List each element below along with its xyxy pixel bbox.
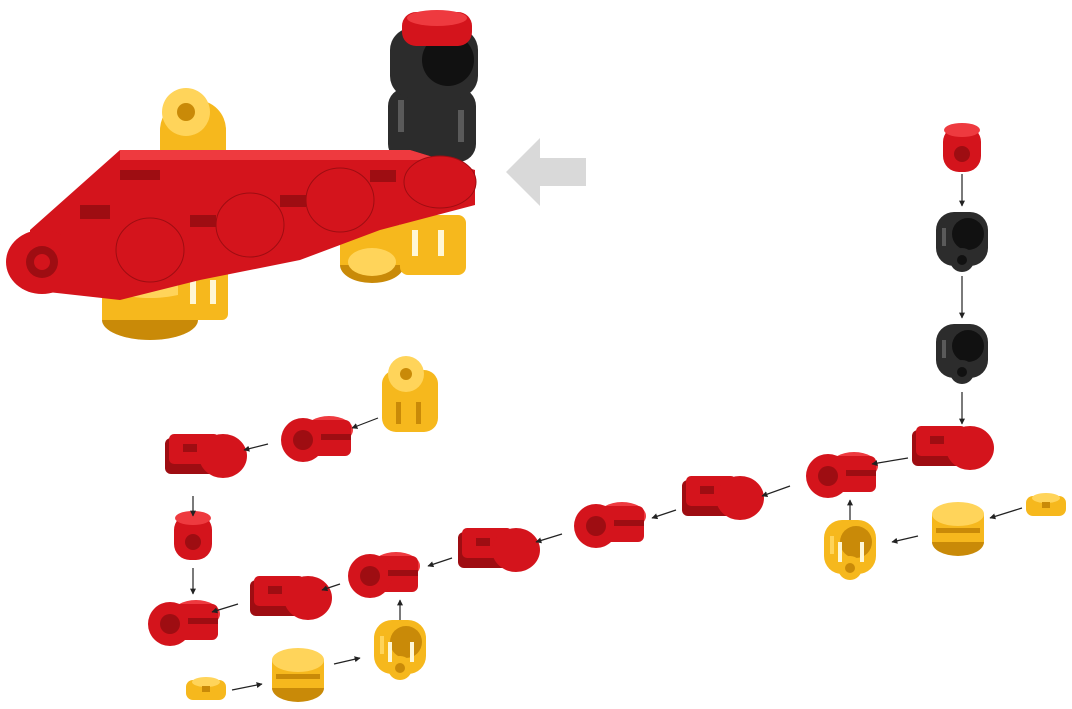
assembly-arrow-icon <box>244 444 268 450</box>
assembly-arrow-icon <box>536 534 562 542</box>
part-block-red-icon <box>165 434 247 478</box>
part-joint-yellow-icon <box>374 620 426 680</box>
assembled-model <box>6 10 478 340</box>
part-round-yellow-icon <box>932 502 984 556</box>
assembled-black-stack <box>388 10 478 162</box>
assembly-arrow-icon <box>352 418 378 428</box>
assembly-arrow-icon <box>762 486 790 496</box>
part-round-yellow-icon <box>272 648 324 702</box>
part-clamp-red-icon <box>281 416 353 462</box>
assembly-arrow-icon <box>872 458 908 464</box>
part-joint-black-icon <box>936 324 988 384</box>
assembly-arrow-icon <box>990 508 1022 518</box>
part-clamp-red-icon <box>806 452 878 498</box>
part-tab-yellow-icon <box>382 356 438 432</box>
part-joint-black-icon <box>936 212 988 272</box>
assembly-arrow-icon <box>334 658 360 664</box>
part-clamp-red-icon <box>148 600 220 646</box>
part-block-red-icon <box>682 476 764 520</box>
part-cap-red-icon <box>943 123 981 172</box>
assembly-arrow-icon <box>232 684 262 690</box>
part-small-yellow-icon <box>1026 493 1066 516</box>
part-block-red-icon <box>250 576 332 620</box>
assembly-arrow-icon <box>892 536 918 542</box>
part-clamp-red-icon <box>574 502 646 548</box>
part-block-red-icon <box>458 528 540 572</box>
assembly-arrow-icon <box>652 510 676 518</box>
arrow-left-icon <box>506 138 586 206</box>
assembly-arrow-icon <box>428 558 452 566</box>
part-block-red-icon <box>912 426 994 470</box>
part-cap-red-icon <box>174 511 212 560</box>
part-clamp-red-icon <box>348 552 420 598</box>
part-small-yellow-icon <box>186 677 226 700</box>
part-joint-yellow-icon <box>824 520 876 580</box>
